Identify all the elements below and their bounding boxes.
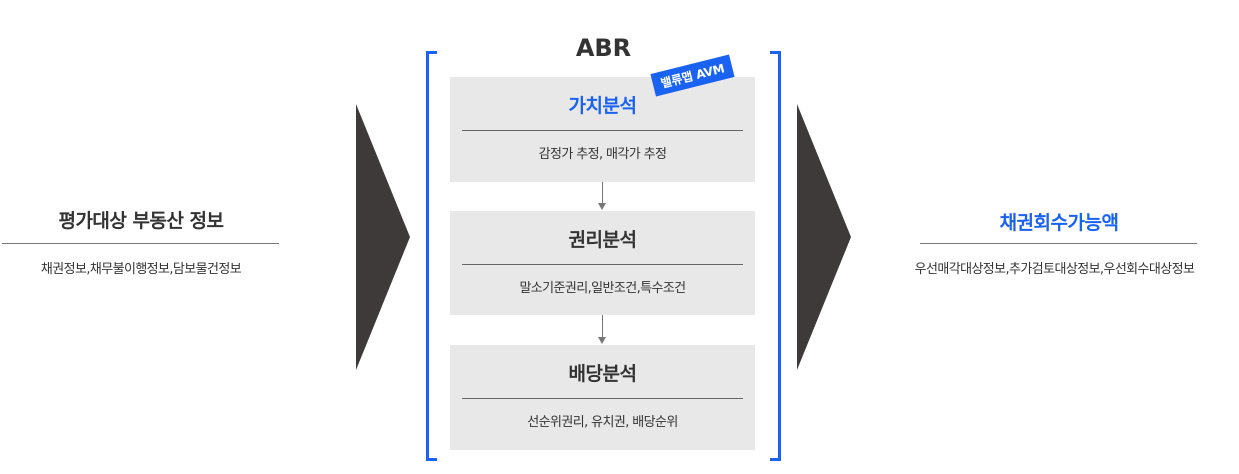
arrow-down-icon bbox=[598, 337, 606, 344]
step-divider bbox=[462, 130, 743, 131]
step-title: 배당분석 bbox=[568, 363, 637, 385]
step-dividend-analysis: 배당분석 선순위권리, 유치권, 배당순위 bbox=[450, 345, 755, 450]
step-description: 감정가 추정, 매각가 추정 bbox=[538, 147, 667, 162]
bracket-left bbox=[426, 51, 437, 461]
arrow-line bbox=[602, 315, 603, 337]
flow-arrow-icon bbox=[797, 104, 851, 370]
step-divider bbox=[462, 264, 743, 265]
step-value-analysis: 가치분석 감정가 추정, 매각가 추정 bbox=[450, 77, 755, 182]
input-description: 채권정보,채무불이행정보,담보물건정보 bbox=[40, 262, 242, 277]
arrow-down-icon bbox=[598, 203, 606, 210]
output-title: 채권회수가능액 bbox=[999, 212, 1119, 234]
bracket-right bbox=[770, 51, 781, 461]
step-title: 권리분석 bbox=[568, 229, 637, 251]
step-title: 가치분석 bbox=[568, 95, 637, 117]
input-title: 평가대상 부동산 정보 bbox=[58, 210, 224, 232]
output-description: 우선매각대상정보,추가검토대상정보,우선회수대상정보 bbox=[914, 262, 1195, 277]
step-rights-analysis: 권리분석 말소기준권리,일반조건,특수조건 bbox=[450, 211, 755, 315]
output-divider bbox=[920, 243, 1197, 244]
step-description: 말소기준권리,일반조건,특수조건 bbox=[519, 281, 686, 296]
step-divider bbox=[462, 398, 743, 399]
arrow-line bbox=[602, 182, 603, 203]
input-divider bbox=[2, 243, 279, 244]
flow-arrow-icon bbox=[356, 104, 410, 370]
step-description: 선순위권리, 유치권, 배당순위 bbox=[527, 415, 678, 430]
abr-title: ABR bbox=[575, 34, 632, 62]
